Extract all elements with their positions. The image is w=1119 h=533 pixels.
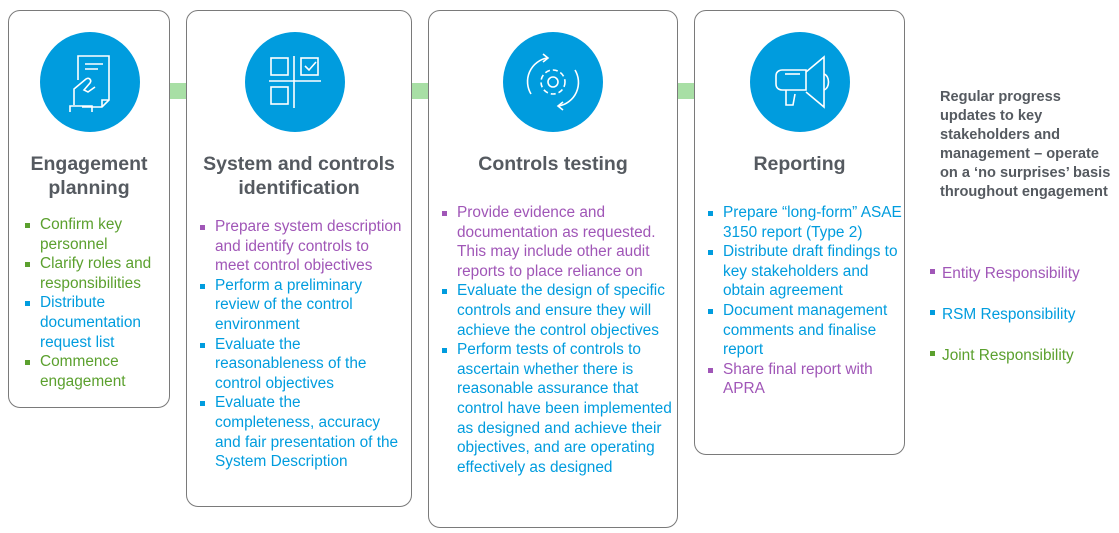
legend-rsm: RSM Responsibility (930, 306, 1075, 324)
task-item: Document management comments and finalis… (707, 301, 902, 360)
task-item: Distribute draft findings to key stakeho… (707, 242, 902, 301)
stage-title: Engagement planning (30, 153, 148, 199)
stage-title: Reporting (753, 153, 846, 175)
legend-swatch (930, 269, 935, 275)
stage-reporting: Reporting Prepare “long-form” ASAE 3150 … (694, 10, 905, 455)
task-item: Prepare system description and identify … (199, 217, 404, 276)
legend-swatch (930, 310, 935, 316)
task-item: Evaluate the design of specific controls… (441, 281, 673, 340)
task-item: Prepare “long-form” ASAE 3150 report (Ty… (707, 203, 902, 242)
progress-note: Regular progress updates to key stakehol… (940, 89, 1111, 200)
stage-title: Controls testing (478, 153, 628, 175)
task-item: Evaluate the completeness, accuracy and … (199, 393, 404, 471)
stage-title: System and controls identification (203, 153, 395, 199)
task-item: Commence engagement (24, 352, 164, 391)
task-item: Evaluate the reasonableness of the contr… (199, 335, 404, 394)
task-item: Confirm key personnel (24, 215, 164, 254)
task-item: Share final report with APRA (707, 360, 902, 399)
task-item: Clarify roles and responsibilities (24, 254, 164, 293)
legend-label: RSM Responsibility (942, 306, 1076, 323)
task-item: Perform a preliminary review of the cont… (199, 276, 404, 335)
stage-controls-testing: Controls testing Provide evidence and do… (428, 10, 678, 528)
legend-entity: Entity Responsibility (930, 265, 1080, 283)
legend-label: Entity Responsibility (942, 265, 1080, 282)
stage-engagement-planning: Engagement planning Confirm key personne… (8, 10, 170, 408)
task-item: Provide evidence and documentation as re… (441, 203, 673, 281)
legend-label: Joint Responsibility (942, 347, 1074, 364)
task-item: Perform tests of controls to ascertain w… (441, 340, 673, 477)
legend-swatch (930, 351, 935, 357)
megaphone-icon (750, 32, 850, 132)
task-item: Distribute documentation request list (24, 293, 164, 352)
stage-system-controls-identification: System and controls identification Prepa… (186, 10, 412, 507)
hand-document-icon (40, 32, 140, 132)
gear-cycle-icon (503, 32, 603, 132)
legend-joint: Joint Responsibility (930, 347, 1074, 365)
checklist-grid-icon (245, 32, 345, 132)
